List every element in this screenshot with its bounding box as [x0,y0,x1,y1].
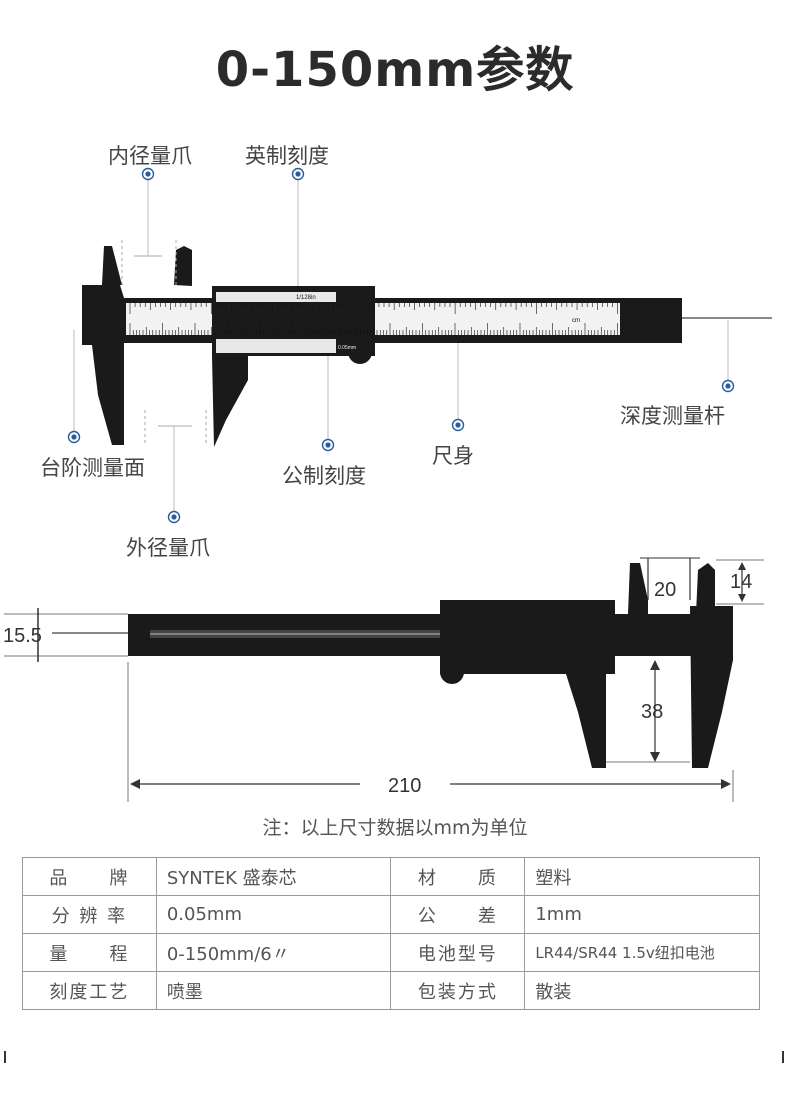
spec-value: 1mm [524,895,760,934]
callout-outer-jaw: 外径量爪 [126,536,210,560]
table-row: 量 程 0-150mm/6〃 电池型号 LR44/SR44 1.5v纽扣电池 [22,933,760,972]
spec-value: SYNTEK 盛泰芯 [155,857,392,896]
callout-step-face: 台阶测量面 [40,456,145,480]
caliper-top-view: 1/128in 0.05mm cm [67,167,772,524]
dim-inner-jaw: 20 [654,579,676,601]
page-edge-mark [782,1051,784,1063]
caliper-illustration: 1/128in 0.05mm cm [3,167,772,802]
fraction-mark: 1/128in [296,295,316,301]
spec-key: 刻度工艺 [22,971,157,1010]
spec-key: 分 辨 率 [22,895,157,934]
spec-value: 0.05mm [155,895,392,934]
callout-inner-jaw: 内径量爪 [108,144,192,168]
table-row: 刻度工艺 喷墨 包装方式 散装 [22,971,760,1010]
resolution-mark: 0.05mm [338,345,356,351]
dim-length: 210 [388,775,421,797]
callout-inch-scale: 英制刻度 [245,144,329,168]
dim-outer-jaw: 38 [641,701,663,723]
page-title: 0-150mm参数 [215,42,575,98]
spec-value: LR44/SR44 1.5v纽扣电池 [524,933,760,972]
spec-value: 散装 [524,971,760,1010]
table-row: 品 牌 SYNTEK 盛泰芯 材 质 塑料 [22,857,760,896]
page-edge-mark [4,1051,6,1063]
spec-table: 品 牌 SYNTEK 盛泰芯 材 质 塑料 分 辨 率 0.05mm 公 差 1… [22,857,760,1010]
unit-mark: cm [572,318,580,324]
callout-ruler-body: 尺身 [432,444,474,468]
dim-height: 15.5 [3,625,42,647]
spec-key: 电池型号 [390,933,526,972]
spec-key: 品 牌 [22,857,157,896]
dim-jaw-gap: 14 [730,571,752,593]
spec-key: 公 差 [390,895,526,934]
spec-value: 喷墨 [155,971,392,1010]
caliper-back-view: 15.5 20 14 38 210 [3,557,764,802]
table-row: 分 辨 率 0.05mm 公 差 1mm [22,895,760,934]
unit-note: 注：以上尺寸数据以mm为单位 [262,817,528,839]
spec-key: 材 质 [390,857,526,896]
callout-metric-scale: 公制刻度 [282,464,366,488]
scale-ticks [129,303,618,335]
spec-key: 量 程 [22,933,157,972]
spec-value: 0-150mm/6〃 [155,933,392,972]
spec-key: 包装方式 [390,971,526,1010]
spec-value: 塑料 [524,857,760,896]
callout-depth-rod: 深度测量杆 [620,404,725,428]
